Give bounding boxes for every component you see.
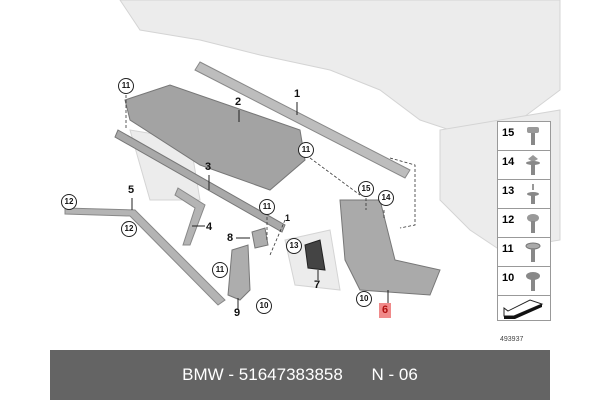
direction-arrow-icon bbox=[503, 299, 544, 319]
callout-screw-13: 13 bbox=[286, 238, 302, 254]
legend-item-12: 12 bbox=[498, 209, 550, 238]
legend-item-14: 14 bbox=[498, 151, 550, 180]
callout-part-7: 7 bbox=[314, 279, 321, 291]
callout-screw-12: 12 bbox=[121, 221, 137, 237]
diagram-reference-number: 493937 bbox=[500, 336, 524, 343]
callout-part-1: 1 bbox=[294, 88, 301, 100]
legend-item-11: 11 bbox=[498, 238, 550, 267]
callout-screw-11: 11 bbox=[298, 142, 314, 158]
callout-screw-15: 15 bbox=[358, 181, 374, 197]
callout-screw-10: 10 bbox=[356, 291, 372, 307]
legend-item-15: 15 bbox=[498, 122, 550, 151]
part-info-footer: BMW - 51647383858 N - 06 bbox=[50, 350, 550, 400]
callout-part-6-highlighted: 6 bbox=[379, 303, 392, 318]
parts-diagram: 1 2 3 4 5 6 7 8 9 1 11 11 11 11 12 12 13… bbox=[61, 0, 561, 319]
callout-screw-12: 12 bbox=[61, 194, 77, 210]
legend-item-13: 13 bbox=[498, 180, 550, 209]
hex-flange-bolt-icon bbox=[527, 127, 539, 145]
stud-bolt-icon bbox=[527, 184, 539, 204]
legend-item-10: 10 bbox=[498, 267, 550, 296]
round-head-screw-icon bbox=[527, 214, 539, 233]
part-number-label: BMW - 51647383858 bbox=[182, 365, 343, 384]
callout-screw-11: 11 bbox=[118, 78, 134, 94]
callout-part-9: 9 bbox=[234, 307, 241, 319]
callout-screw-10: 10 bbox=[256, 298, 272, 314]
callout-screw-11: 11 bbox=[212, 262, 228, 278]
diagram-group-label: N - 06 bbox=[371, 365, 418, 384]
fastener-legend: 15 14 13 12 11 10 bbox=[497, 121, 551, 321]
collar-bolt-icon bbox=[526, 155, 540, 175]
callout-part-4: 4 bbox=[206, 221, 213, 233]
car-body-illustration bbox=[64, 0, 561, 310]
callout-part-3: 3 bbox=[205, 161, 212, 173]
callout-screw-11: 11 bbox=[259, 199, 275, 215]
callout-part-2: 2 bbox=[235, 96, 242, 108]
callout-part-8: 8 bbox=[227, 232, 234, 244]
callout-part-1-secondary: 1 bbox=[285, 213, 291, 223]
washer-screw-icon bbox=[525, 242, 541, 262]
flange-screw-icon bbox=[526, 272, 540, 291]
callout-part-5: 5 bbox=[128, 184, 135, 196]
callout-screw-14: 14 bbox=[378, 190, 394, 206]
legend-direction bbox=[498, 296, 550, 320]
